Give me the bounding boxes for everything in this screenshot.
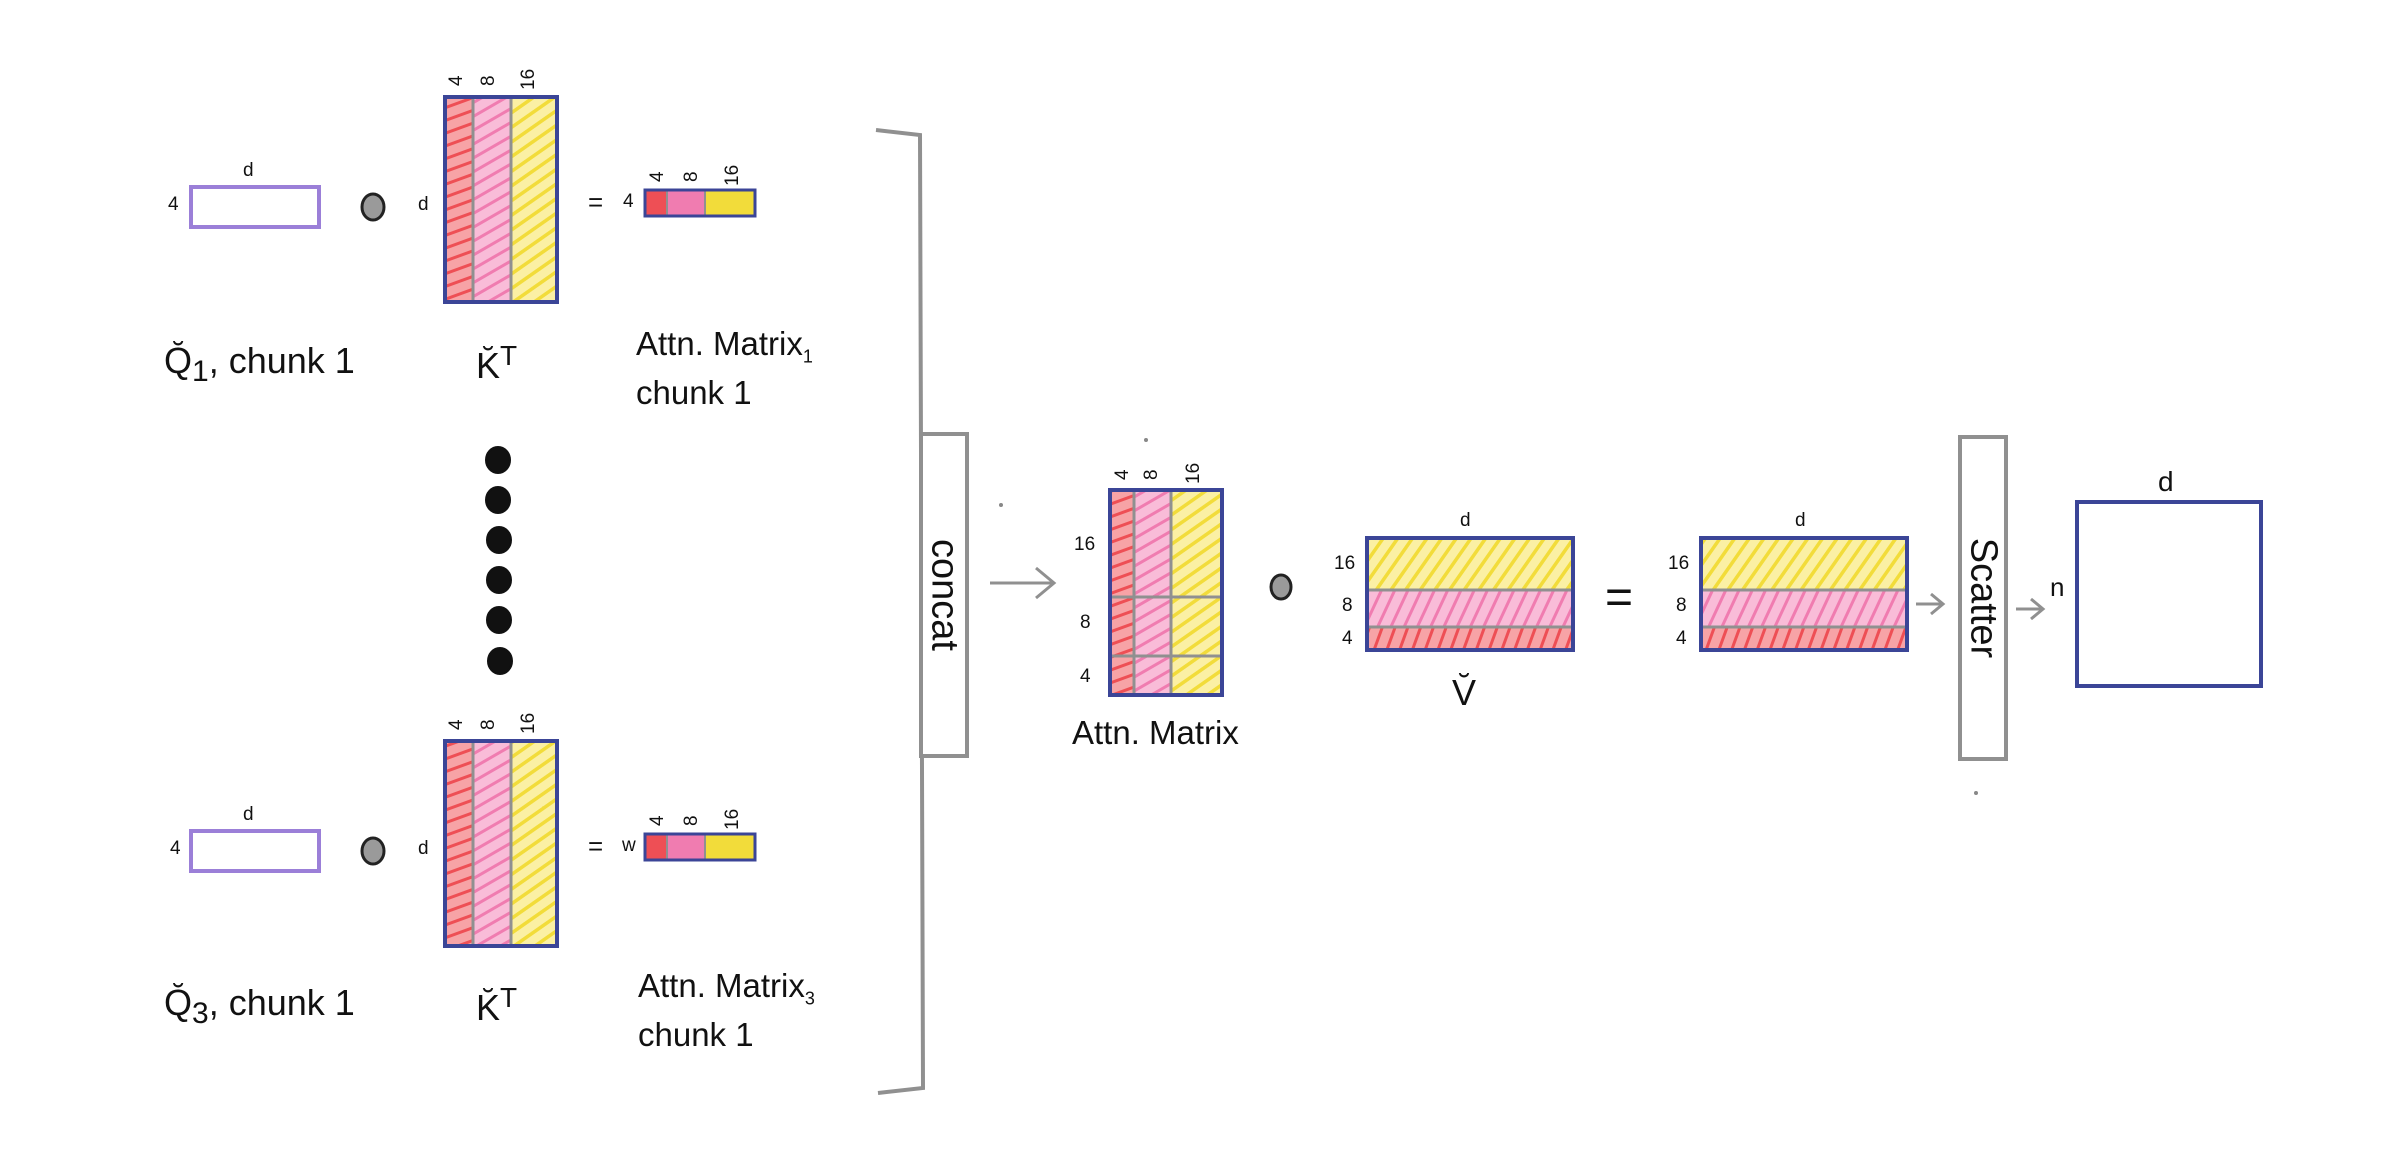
arrow-icon [1916, 592, 1946, 616]
output-dim-top: d [2158, 466, 2174, 497]
v-row-label: 16 [1334, 553, 1356, 574]
v-dim-top: d [1460, 510, 1471, 531]
attn-col-label: 4 [647, 171, 668, 182]
kt-caption: K̆T [476, 982, 518, 1028]
attn-result-top [643, 188, 757, 218]
equals-sign-big: = [1605, 571, 1634, 624]
attn-matrix-caption: Attn. Matrix [1072, 714, 1239, 751]
kt-dim-left: d [418, 194, 429, 215]
kt-col-label: 4 [446, 719, 467, 730]
arrow-icon [990, 566, 1057, 600]
q3-caption: Q̆3, chunk 1 [164, 982, 355, 1031]
v-caption: V̆ [1452, 672, 1477, 713]
kt-dim-left: d [418, 838, 429, 859]
concat-label: concat [923, 539, 966, 651]
output-dim-left: n [2050, 572, 2065, 602]
scatter-box: Scatter [1958, 435, 2008, 761]
attn-result-bottom [643, 832, 757, 862]
attn-col-label: 16 [1183, 462, 1204, 484]
kt-caption: K̆T [476, 340, 518, 386]
equals-sign: = [588, 831, 604, 861]
result-row-label: 16 [1668, 553, 1690, 574]
v-row-label: 8 [1342, 595, 1353, 616]
matmul-dot-icon [360, 836, 386, 866]
q3-dim-left: 4 [170, 838, 181, 859]
stray-dot [1974, 791, 1978, 795]
kt-matrix-bottom [443, 739, 559, 948]
matmul-dot-icon [360, 192, 386, 222]
attn-matrix-1-caption: Attn. Matrix1 chunk 1 [636, 325, 813, 411]
stray-dot [1144, 438, 1148, 442]
output-matrix [2075, 500, 2263, 688]
kt-col-label: 8 [478, 75, 499, 86]
arrow-icon [2016, 597, 2046, 621]
attn-row-label: 8 [1080, 612, 1091, 633]
concat-box: concat [919, 432, 969, 758]
concat-bracket [875, 128, 926, 1095]
result-dim-top: d [1795, 510, 1806, 531]
v-matrix [1365, 536, 1575, 652]
combined-attn-matrix [1108, 488, 1224, 697]
attn-col-label: 8 [681, 171, 702, 182]
scatter-label: Scatter [1962, 537, 2005, 659]
result-matrix [1699, 536, 1909, 652]
kt-col-label: 16 [518, 712, 539, 734]
q3-dim-top: d [243, 804, 254, 825]
q1-dim-top: d [243, 160, 254, 181]
attn-col-label: 16 [722, 808, 743, 830]
attn-row-label: 4 [1080, 666, 1091, 687]
matmul-dot-icon [1269, 573, 1293, 601]
attn-dim-left: w [622, 835, 636, 856]
vertical-ellipsis-icon [485, 446, 513, 675]
kt-matrix-top [443, 95, 559, 304]
kt-col-label: 16 [518, 68, 539, 90]
attn-dim-left: 4 [623, 191, 634, 212]
attn-col-label: 4 [1112, 469, 1133, 480]
attn-col-label: 4 [647, 815, 668, 826]
kt-col-label: 4 [446, 75, 467, 86]
attn-col-label: 16 [722, 164, 743, 186]
attn-matrix-3-caption: Attn. Matrix3 chunk 1 [638, 967, 815, 1053]
result-row-label: 8 [1676, 595, 1687, 616]
attn-row-label: 16 [1074, 534, 1096, 555]
equals-sign: = [588, 187, 604, 217]
stray-dot [999, 503, 1003, 507]
result-row-label: 4 [1676, 628, 1687, 649]
attn-col-label: 8 [681, 815, 702, 826]
q1-dim-left: 4 [168, 194, 179, 215]
kt-col-label: 8 [478, 719, 499, 730]
q1-caption: Q̆1, chunk 1 [164, 340, 355, 389]
attn-col-label: 8 [1141, 469, 1162, 480]
q3-chunk-matrix [189, 829, 321, 873]
q1-chunk-matrix [189, 185, 321, 229]
v-row-label: 4 [1342, 628, 1353, 649]
